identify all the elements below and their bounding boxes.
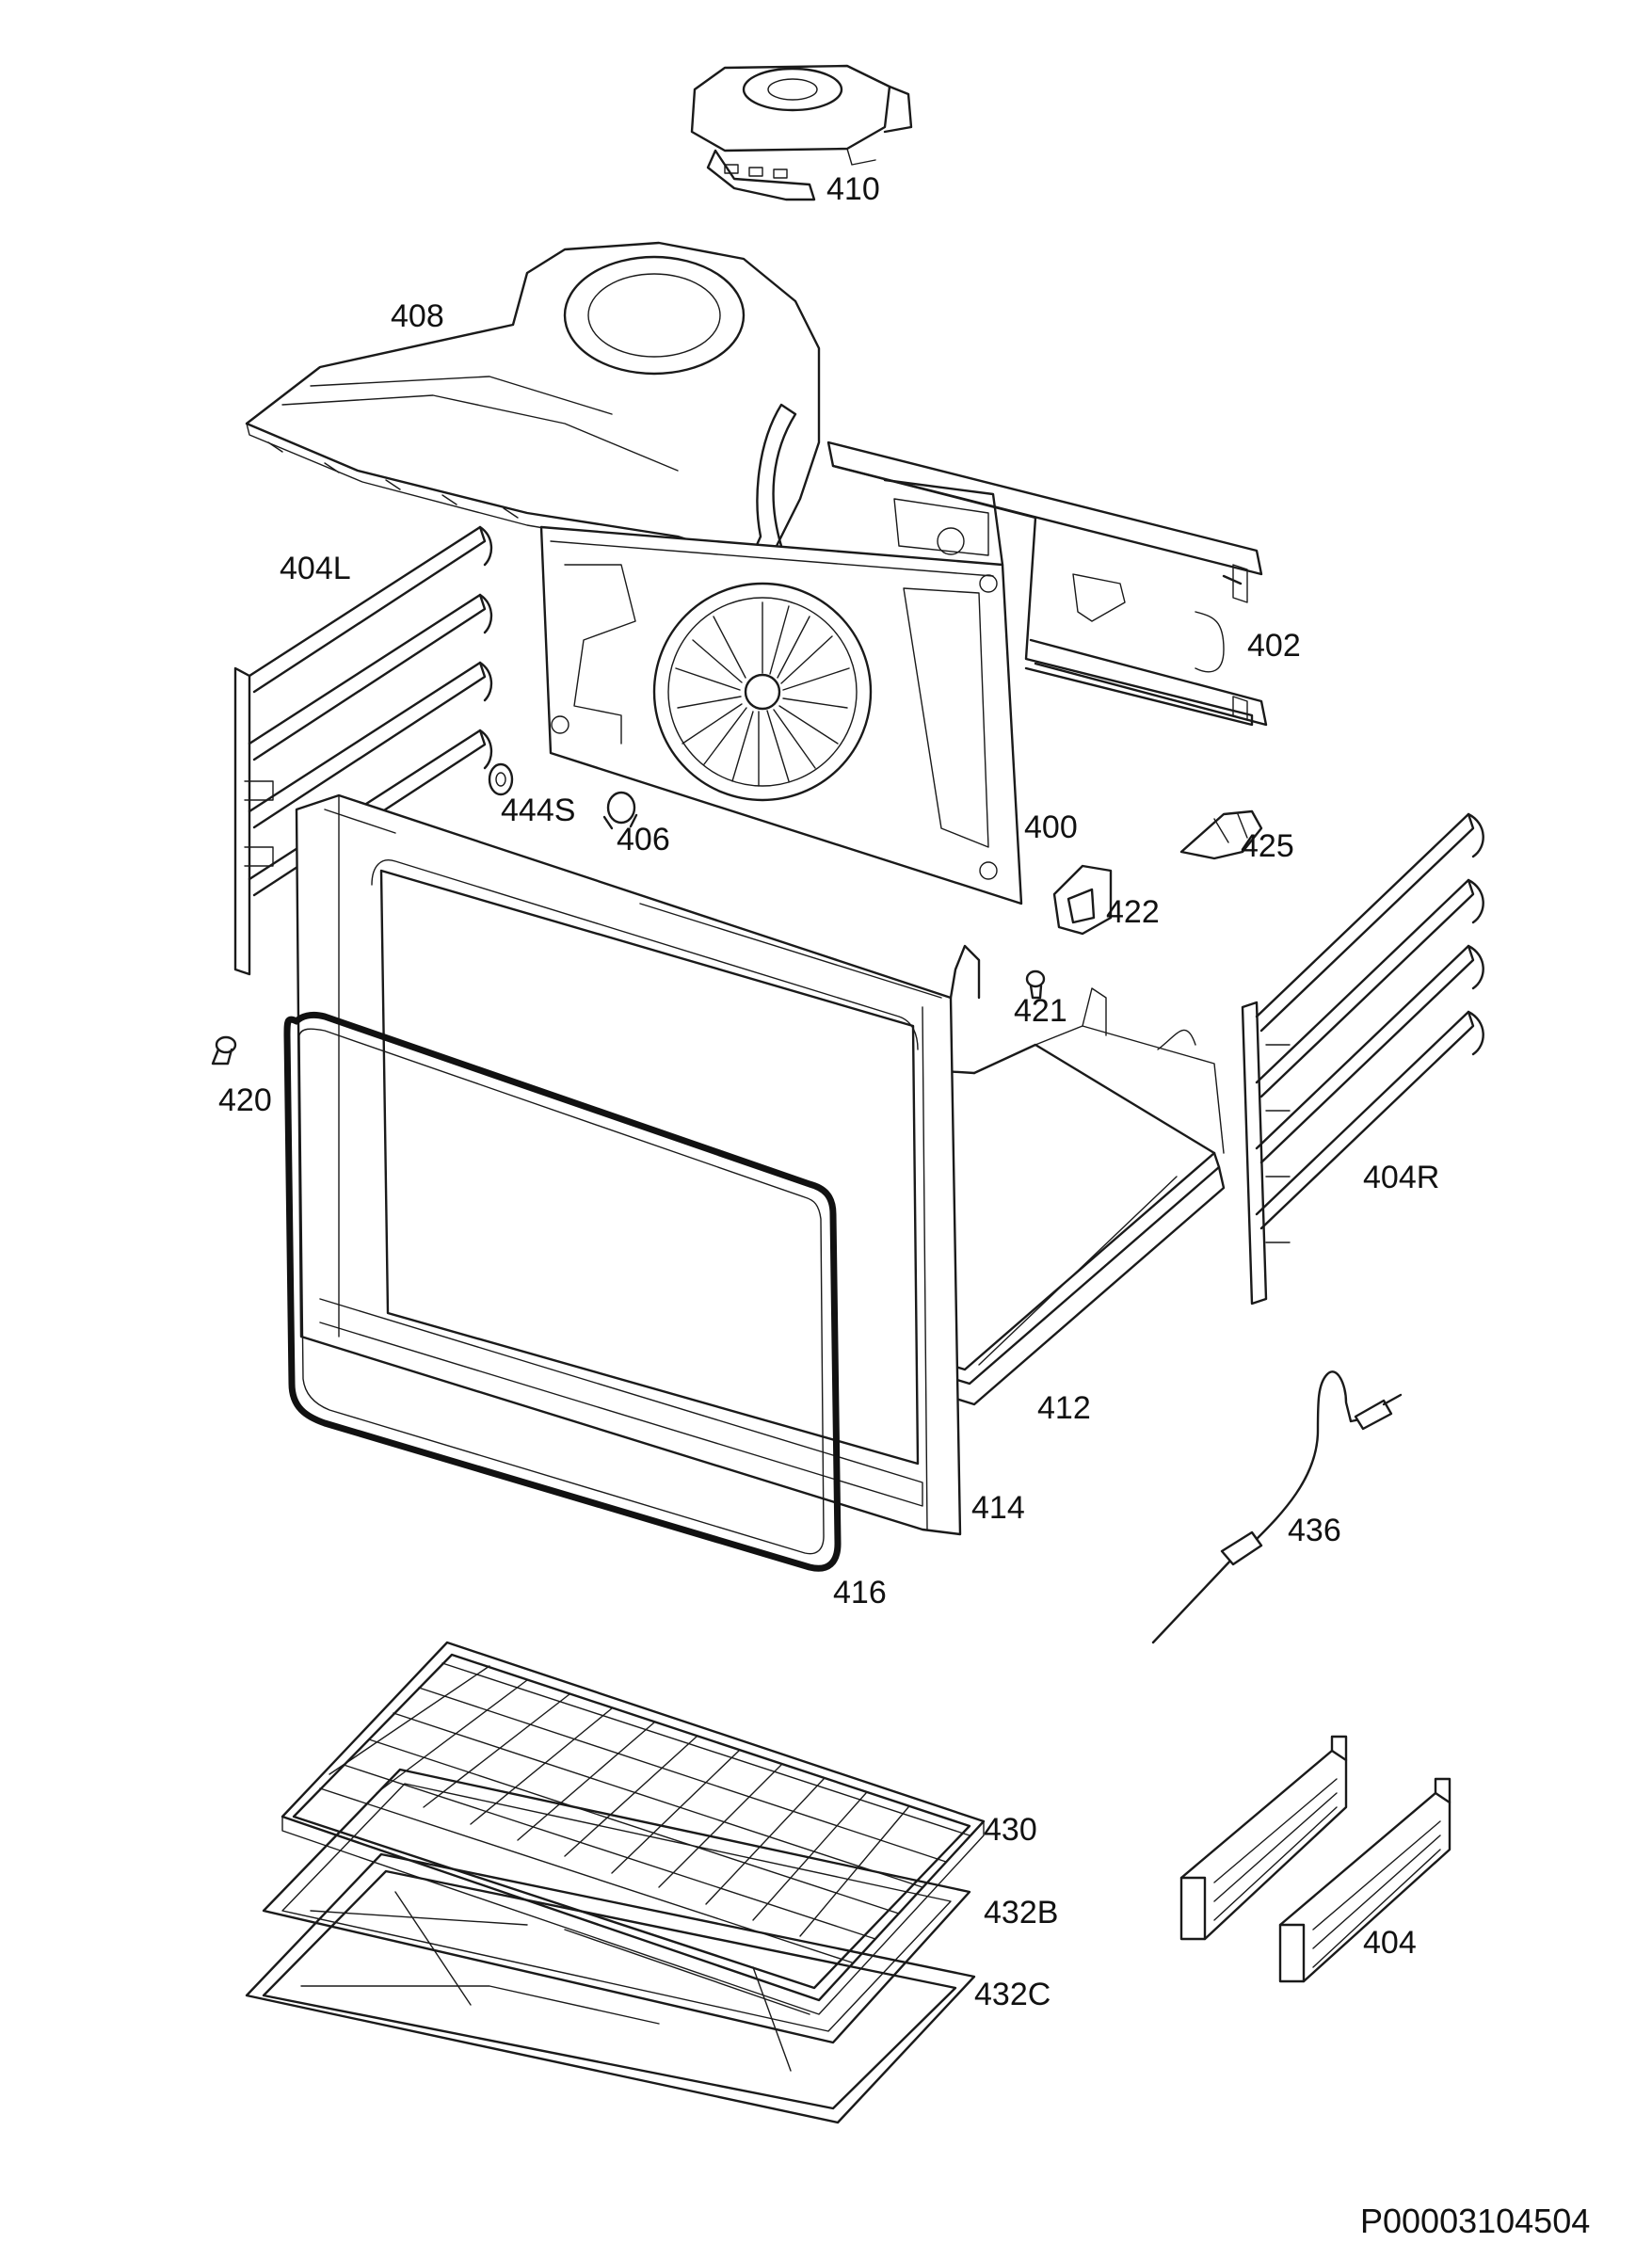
part-420-screw[interactable] <box>211 1035 237 1065</box>
document-code: P00003104504 <box>1360 2202 1590 2240</box>
part-432B-baking-tray[interactable] <box>262 1768 971 2044</box>
part-404R-right-shelf-runner[interactable] <box>1241 812 1484 1306</box>
part-labels: 410 408 404L 402 444S 406 400 425 422 42… <box>218 171 1439 2012</box>
part-430-wire-rack[interactable] <box>281 1641 986 2015</box>
label-430: 430 <box>984 1812 1037 1848</box>
label-400: 400 <box>1024 809 1078 845</box>
part-404-telescopic-runners[interactable] <box>1179 1735 1452 1983</box>
part-408-fan-cover[interactable] <box>245 241 821 590</box>
label-408: 408 <box>391 298 444 334</box>
label-432C: 432C <box>974 1977 1051 2012</box>
label-416: 416 <box>833 1575 887 1610</box>
fan-grille-slots <box>675 601 850 787</box>
part-421-screw[interactable] <box>1025 969 1046 1000</box>
label-444S: 444S <box>501 793 575 828</box>
part-410-fan-motor[interactable] <box>690 64 913 201</box>
part-414-door-frame[interactable] <box>295 793 981 1536</box>
part-402-rear-panel[interactable] <box>826 441 1268 727</box>
part-422-lamp-holder[interactable] <box>1052 864 1113 936</box>
label-412: 412 <box>1037 1390 1091 1426</box>
part-436-temperature-probe[interactable] <box>1151 1370 1403 1644</box>
label-432B: 432B <box>984 1895 1058 1931</box>
label-402: 402 <box>1247 628 1301 664</box>
label-410: 410 <box>826 171 880 207</box>
label-420: 420 <box>218 1082 272 1118</box>
label-404L: 404L <box>280 551 351 586</box>
label-422: 422 <box>1106 894 1160 930</box>
label-406: 406 <box>617 822 670 857</box>
part-406-lamp[interactable] <box>602 791 638 830</box>
label-404: 404 <box>1363 1925 1417 1961</box>
label-414: 414 <box>971 1490 1025 1526</box>
label-421: 421 <box>1014 993 1067 1029</box>
part-444S-seal[interactable] <box>488 762 514 796</box>
part-425-hinge-bracket[interactable] <box>1179 809 1263 860</box>
rack-bars <box>319 1662 970 1963</box>
part-432C-deep-pan[interactable] <box>245 1852 976 2124</box>
part-400-back-panel[interactable] <box>539 478 1023 905</box>
label-436: 436 <box>1288 1513 1341 1548</box>
label-425: 425 <box>1241 828 1294 864</box>
part-416-door-seal[interactable] <box>283 1011 842 1572</box>
label-404R: 404R <box>1363 1160 1439 1195</box>
